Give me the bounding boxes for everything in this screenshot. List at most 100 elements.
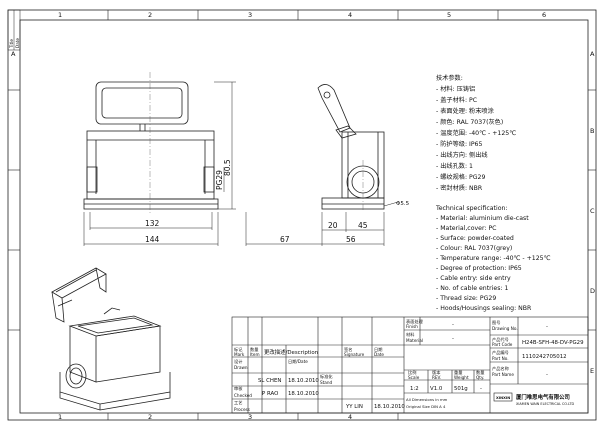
tb-qty-val: - [480,386,482,392]
tb-checked-date: 18.10.2010 [288,391,319,397]
dim-height-total: 80.5 [223,159,232,176]
tb-surface-val: - [452,322,454,328]
tb-sign: 签名 [344,346,352,353]
front-view [83,81,219,210]
tb-sign-en: Signature [344,352,365,357]
company-name-en: XIAMEN WAIN ELECTRICAL CO.LTD [516,402,575,406]
tb-std-en: Stand [320,380,333,385]
spec-cn-line: - 出线方向: 侧出线 [436,151,488,159]
tb-drawn-name: SL CHEN [258,378,281,384]
dim-base-depth: 56 [346,235,356,244]
tb-scale-val: 1:2 [410,386,419,392]
tb-surface: 表面处理 [406,318,424,325]
tb-weight: 重量 [454,369,462,376]
spec-cn-line: - 颜色: RAL 7037(灰色) [436,118,503,126]
tb-change-desc: 更改描述/Description [264,348,318,356]
spec-cn-line: - 温度范围: -40℃ - +125℃ [436,129,516,137]
spec-en-line: - Hoods/Housings sealing: NBR [436,305,532,312]
tb-part-no-en: Part No. [492,356,509,361]
dim-thread: PG29 [215,170,224,190]
grid-col-2-bottom: 2 [148,413,152,421]
tb-qty-h-en: Item [250,352,260,357]
outer-frame [7,9,597,421]
grid-col-5: 5 [447,11,451,19]
title-block [231,316,589,414]
tb-part-no-val: 1110242705012 [522,354,567,360]
grid-col-1: 1 [58,11,62,19]
spec-cn-line: - 密封材质: NBR [436,184,483,192]
dim-hole-spacing: 45 [358,221,368,230]
tb-note2: Original Size DIN A 4 [406,404,446,409]
tb-part-name-val: - [546,372,548,378]
spec-cn-line: - 盖子材料: PC [436,96,477,104]
spec-en-line: - Cable entry: side entry [436,275,511,282]
dim-width-total: 144 [145,235,160,244]
tb-drawn-date: 18.10.2010 [288,378,319,384]
spec-en-line: - No. of cable entries: 1 [436,285,508,292]
spec-en-line: - Surface: powder-coated [436,235,514,242]
tb-checked-en: Checked [234,393,252,398]
side-label-date: Date [15,38,20,48]
spec-en-line: - Colour: RAL 7037(grey) [436,245,512,252]
side-label-title: Title [9,39,14,49]
tb-approved-name: YY LIN [345,404,363,410]
grid-row-b: B [590,127,594,135]
tb-weight-en: Weight [454,375,469,380]
grid-col-3: 3 [248,11,252,19]
spec-en-line: - Temperature range: -40℃ - +125℃ [436,255,551,262]
grid-row-a: A [590,50,595,58]
tb-qty-h: 数量 [250,346,258,353]
spec-cn-block: 技术参数: - 材料: 压铸铝 - 盖子材料: PC - 表面处理: 粉末喷涂 … [436,74,516,192]
dim-hole-dia: Φ5.5 [396,201,410,207]
spec-cn-line: - 螺纹规格: PG29 [436,173,485,181]
tb-weight-val: 501g [454,386,468,392]
company-logo-text: XINXIN [496,396,510,400]
grid-col-1-bottom: 1 [58,413,62,421]
dim-width-inner: 132 [145,219,160,228]
tb-drawing-no: 图号 [492,320,500,326]
tb-std: 标准化 [320,373,333,380]
tb-material: 材料 [406,331,415,338]
tb-drawn-en: Drawn [234,365,248,370]
tb-material-val: - [452,336,454,342]
tb-date-col: 日期/Date [288,359,308,365]
spec-cn-line: - 表面处理: 粉末喷涂 [436,107,494,115]
tb-part-no: 产品编号 [492,349,509,356]
tb-mark: 标记 [234,346,243,353]
tb-mark-en: Mark [234,352,245,357]
tb-note1: All Dimensions in mm [406,397,448,402]
tb-scale: 比例 [408,369,416,376]
spec-cn-line: - 材料: 压铸铝 [436,85,475,93]
tb-qty: 数量 [476,369,484,376]
isometric-view [51,267,171,411]
tb-drawing-no-en: Drawing No. [492,326,518,331]
grid-row-c: C [590,207,595,215]
tb-version-val: V1.0 [430,386,443,392]
spec-cn-line: - 出线孔数: 1 [436,162,473,170]
company-name-cn: 厦门唯思电气有限公司 [516,393,570,401]
tb-surface-en: Finish [406,324,418,329]
spec-en-line: - Degree of protection: IP65 [436,265,522,272]
tb-process: 工艺 [234,400,242,405]
spec-en-title: Technical specification: [435,205,507,212]
tb-drawn: 设计 [234,358,242,365]
dim-side-depth: 67 [280,235,290,244]
spec-en-block: Technical specification: - Material: alu… [435,205,551,312]
grid-row-d: D [590,287,595,295]
grid-col-2: 2 [148,11,152,19]
tb-material-en: Material [406,338,423,343]
spec-en-line: - Thread size: PG29 [436,295,496,302]
spec-en-line: - Material,cover: PC [436,225,497,232]
tb-date-en: Date [374,352,384,357]
tb-version: 版本 [432,369,441,376]
tb-checked: 审核 [234,385,243,392]
spec-cn-line: - 防护等级: IP65 [436,140,482,148]
tb-checked-name: P RAO [262,391,278,397]
tb-part-name-en: Part Name [492,372,514,377]
spec-en-line: - Material: aluminium die-cast [436,215,529,222]
tb-drawing-no-val: - [546,324,548,330]
grid-row-e: E [590,367,594,375]
tb-part-code: 产品代号 [492,336,509,343]
